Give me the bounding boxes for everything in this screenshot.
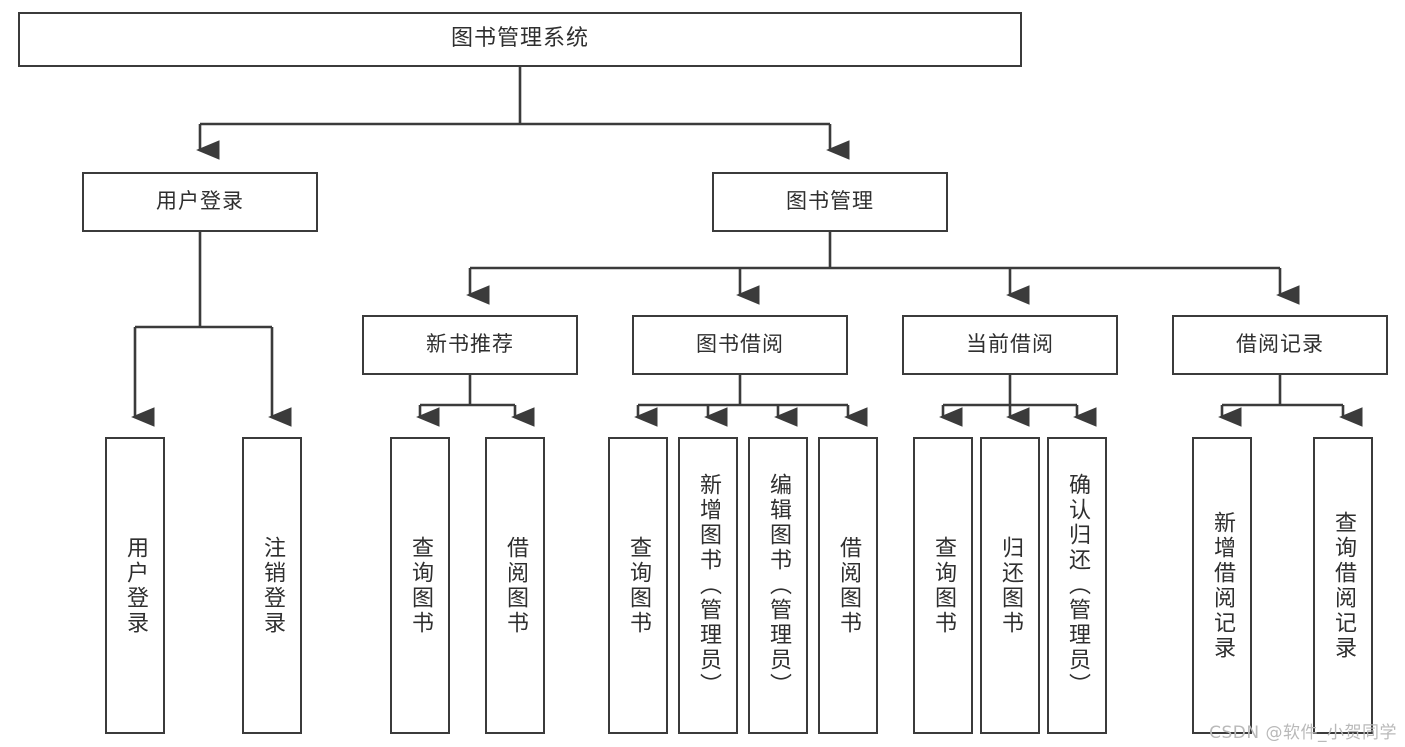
node-borrow-record[interactable]: 借阅记录 [1172,315,1388,375]
leaf-borrow-book-1[interactable]: 借阅图书 [485,437,545,734]
leaf-query-book-2[interactable]: 查询图书 [608,437,668,734]
node-book-borrow[interactable]: 图书借阅 [632,315,848,375]
leaf-logout[interactable]: 注销登录 [242,437,302,734]
leaf-add-book[interactable]: 新增图书（管理员） [678,437,738,734]
leaf-borrow-book-2-label: 借阅图书 [835,535,861,636]
leaf-confirm-return[interactable]: 确认归还（管理员） [1047,437,1107,734]
node-book-manage[interactable]: 图书管理 [712,172,948,232]
leaf-user-login[interactable]: 用户登录 [105,437,165,734]
node-root[interactable]: 图书管理系统 [18,12,1022,67]
leaf-borrow-book-2[interactable]: 借阅图书 [818,437,878,734]
node-user-login[interactable]: 用户登录 [82,172,318,232]
leaf-confirm-return-label: 确认归还（管理员） [1064,473,1090,698]
node-borrow-record-label: 借阅记录 [1236,332,1324,357]
node-new-book-rec-label: 新书推荐 [426,332,514,357]
leaf-add-record[interactable]: 新增借阅记录 [1192,437,1252,734]
leaf-add-book-label: 新增图书（管理员） [695,473,721,698]
node-book-borrow-label: 图书借阅 [696,332,784,357]
leaf-add-record-label: 新增借阅记录 [1209,510,1235,661]
leaf-borrow-book-1-label: 借阅图书 [502,535,528,636]
leaf-query-record-label: 查询借阅记录 [1330,510,1356,661]
leaf-query-book-2-label: 查询图书 [625,535,651,636]
leaf-logout-label: 注销登录 [259,535,285,636]
leaf-query-record[interactable]: 查询借阅记录 [1313,437,1373,734]
leaf-return-book[interactable]: 归还图书 [980,437,1040,734]
leaf-user-login-label: 用户登录 [122,535,148,636]
leaf-edit-book[interactable]: 编辑图书（管理员） [748,437,808,734]
leaf-query-book-3[interactable]: 查询图书 [913,437,973,734]
leaf-query-book-3-label: 查询图书 [930,535,956,636]
watermark: CSDN @软件_小贺同学 [1209,723,1397,743]
node-book-manage-label: 图书管理 [786,189,874,214]
node-current-borrow-label: 当前借阅 [966,332,1054,357]
leaf-edit-book-label: 编辑图书（管理员） [765,473,791,698]
node-current-borrow[interactable]: 当前借阅 [902,315,1118,375]
node-root-label: 图书管理系统 [450,26,589,52]
node-new-book-rec[interactable]: 新书推荐 [362,315,578,375]
node-user-login-label: 用户登录 [156,189,244,214]
leaf-return-book-label: 归还图书 [997,535,1023,636]
leaf-query-book-1[interactable]: 查询图书 [390,437,450,734]
leaf-query-book-1-label: 查询图书 [407,535,433,636]
